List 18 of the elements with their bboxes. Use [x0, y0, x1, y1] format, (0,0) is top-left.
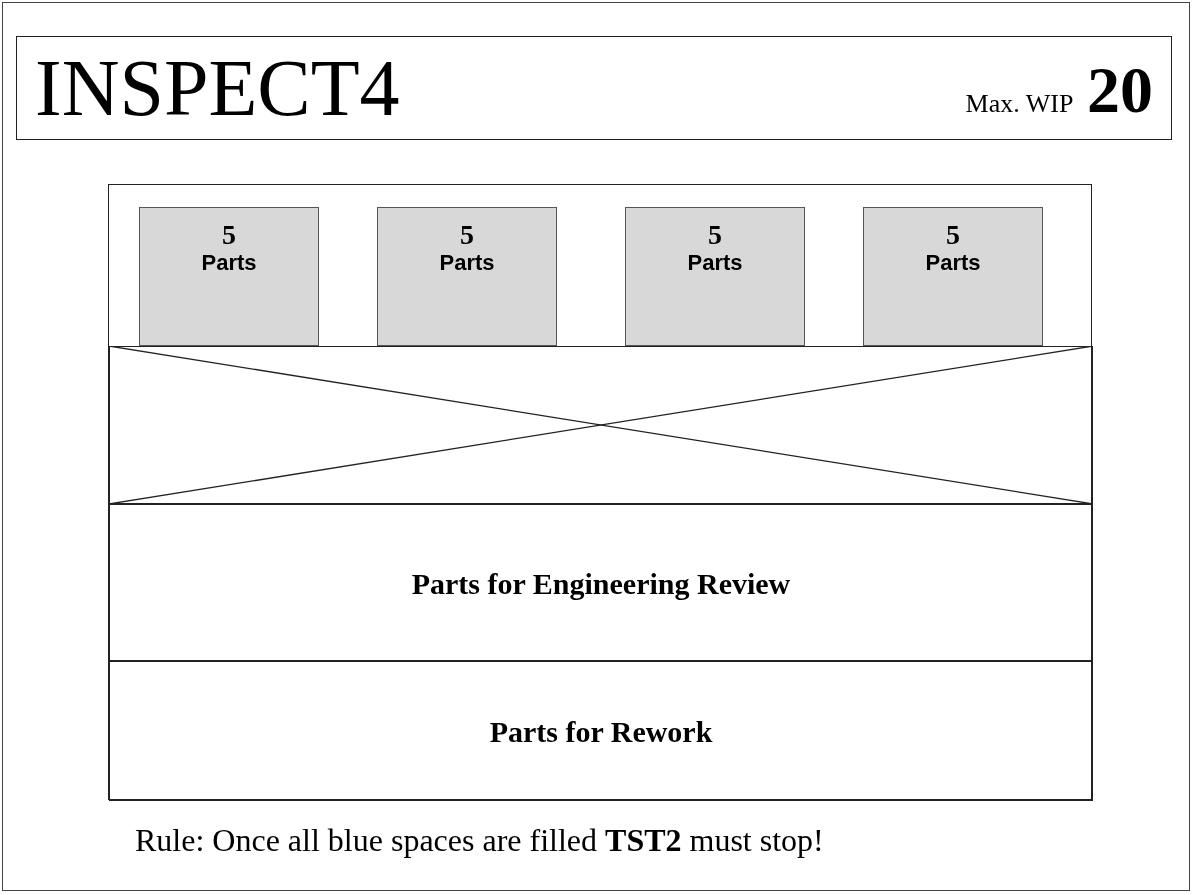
header-box [16, 36, 1172, 140]
rule-note: Rule: Once all blue spaces are filled TST2 must stop! [135, 821, 824, 860]
parts-bin [625, 207, 805, 346]
shelf-band [109, 661, 1093, 801]
bin-quantity: 5 Parts [438, 220, 496, 276]
bin-quantity: 5 Parts [686, 220, 744, 276]
shelf-label: Parts for Rework [488, 714, 714, 750]
shelf-label: Parts for Engineering Review [410, 565, 792, 602]
bin-quantity: 5 Parts [924, 220, 982, 276]
parts-bin [377, 207, 557, 346]
station-title: INSPECT4 [35, 43, 400, 133]
rack-outline [108, 184, 1092, 800]
empty-crossed-slot [109, 346, 1093, 504]
parts-bin [139, 207, 319, 346]
max-wip-label: Max. WIP 20 [965, 55, 1153, 128]
parts-bin [863, 207, 1043, 346]
bin-quantity: 5 Parts [200, 220, 258, 276]
shelf-band [109, 504, 1093, 661]
